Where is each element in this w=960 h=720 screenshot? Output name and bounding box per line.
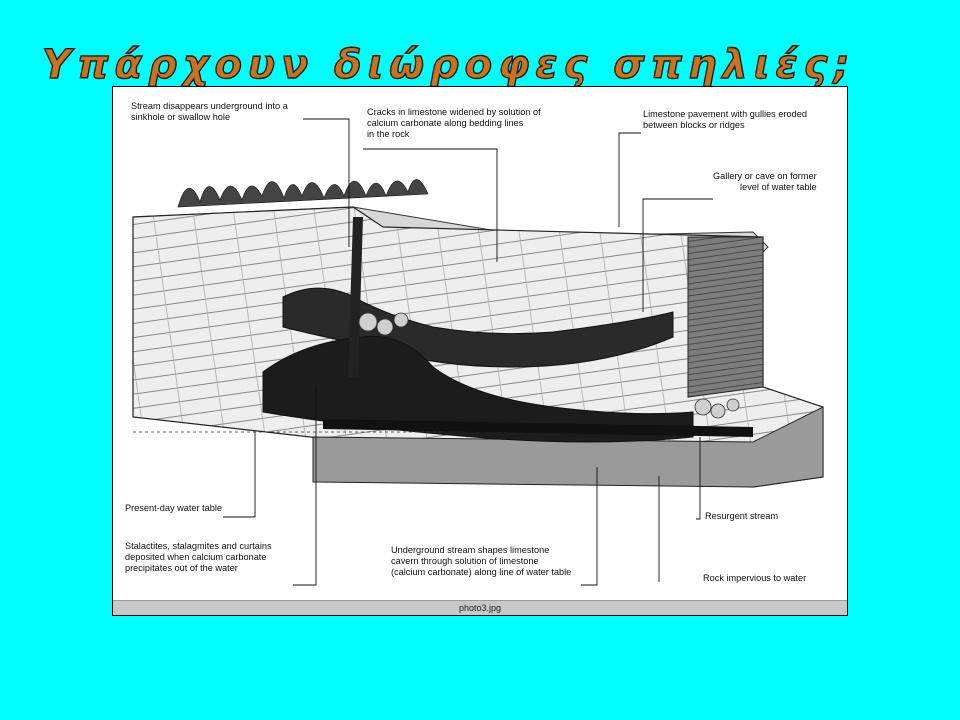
- figure-caption: photo3.jpg: [113, 600, 847, 615]
- label-pavement: Limestone pavement with gullies eroded b…: [643, 109, 807, 130]
- label-sinkhole: Stream disappears underground into a sin…: [131, 101, 288, 122]
- label-underground-stream: Underground stream shapes limestone cave…: [391, 545, 572, 577]
- slide-title-text: Υπάρχουν διώροφες σπηλιές;: [42, 42, 855, 88]
- label-stalactites: Stalactites, stalagmites and curtains de…: [125, 541, 272, 573]
- sinkhole-shaft: [348, 217, 363, 377]
- label-gallery: Gallery or cave on former level of water…: [713, 171, 817, 192]
- lower-cavern: [262, 335, 694, 443]
- cave-diagram-figure: Stream disappears underground into a sin…: [112, 86, 848, 616]
- slide-title: Υπάρχουν διώροφες σπηλιές;: [0, 28, 960, 98]
- underground-stream: [323, 419, 753, 437]
- leader-lines: [223, 118, 713, 586]
- label-impervious: Rock impervious to water: [703, 573, 807, 583]
- forest: [177, 179, 429, 208]
- label-water-table: Present-day water table: [125, 503, 223, 513]
- cave-cross-section-illustration: [132, 118, 824, 586]
- impervious-rock-layer: [312, 406, 824, 488]
- boulders: [358, 312, 740, 419]
- label-cracks: Cracks in limestone widened by solution …: [367, 107, 541, 139]
- eroded-rock-face: [687, 236, 764, 398]
- label-resurgent: Resurgent stream: [705, 511, 779, 521]
